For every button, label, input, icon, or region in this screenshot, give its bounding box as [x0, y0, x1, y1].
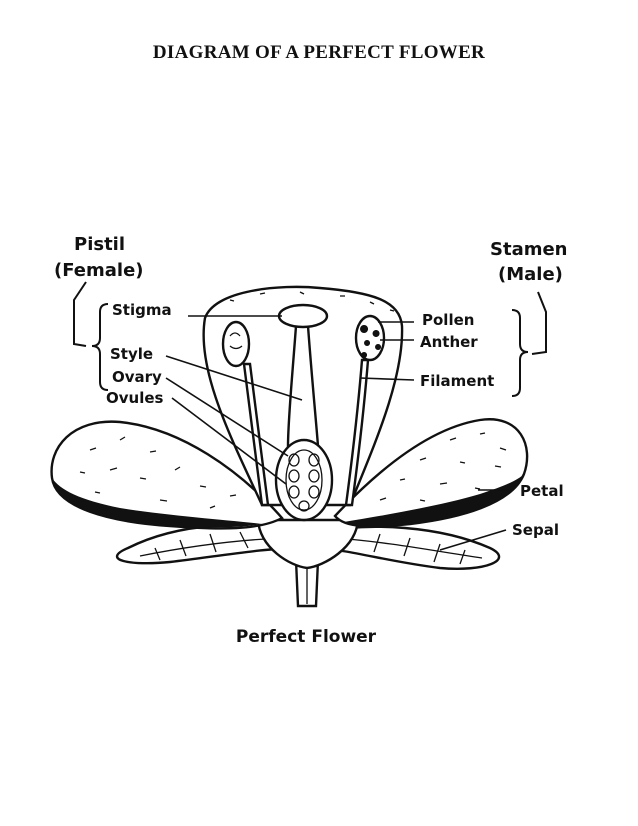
- sepal-label: Sepal: [512, 521, 559, 539]
- stamen-right: [344, 314, 386, 507]
- ovules-label: Ovules: [106, 389, 164, 407]
- filament-label: Filament: [420, 372, 494, 390]
- stamen-label: Stamen: [490, 239, 568, 260]
- style-label: Style: [110, 345, 153, 363]
- ovary-label: Ovary: [112, 368, 162, 386]
- stigma-label: Stigma: [112, 301, 172, 319]
- receptacle: [256, 518, 360, 570]
- pistil: [274, 303, 334, 522]
- anther-label: Anther: [420, 333, 478, 351]
- pistil-bracket: [73, 281, 109, 391]
- female-label: (Female): [54, 260, 144, 281]
- petal-left: [50, 420, 284, 530]
- pollen-label: Pollen: [422, 311, 474, 329]
- stamen-left: [221, 320, 270, 507]
- pistil-label: Pistil: [74, 234, 125, 255]
- petal-label: Petal: [520, 482, 564, 500]
- caption: Perfect Flower: [236, 627, 377, 647]
- page-title: DIAGRAM OF A PERFECT FLOWER: [152, 42, 486, 63]
- petal-right: [333, 418, 529, 528]
- stamen-bracket: [511, 291, 547, 397]
- male-label: (Male): [498, 264, 563, 285]
- leader-lines: [165, 315, 512, 551]
- sepal-right: [316, 525, 501, 570]
